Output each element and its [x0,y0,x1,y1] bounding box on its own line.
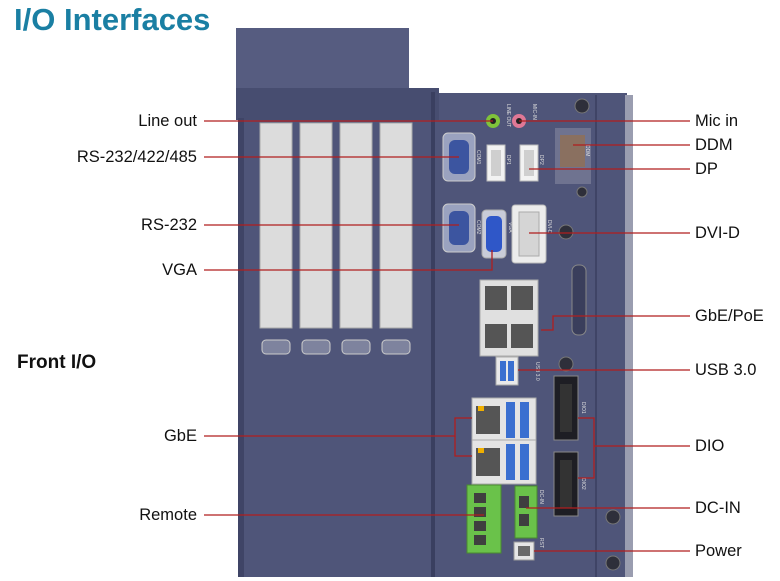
gbe-poe-ports [479,279,539,357]
gbe-usb-stack-1 [471,397,537,443]
panel-screws [558,98,621,571]
power-button [513,541,535,561]
remote-terminal-block [466,484,502,554]
panel-label-vga: VGA [507,222,513,233]
dvi-d-port [511,204,547,264]
callout-mic-in: Mic in [695,112,739,130]
dio2-connector [553,451,579,517]
panel-label-com1: COM1 [475,150,481,165]
callout-dp: DP [695,160,718,178]
gbe-usb-stack-2 [471,439,537,485]
panel-label-dvi-d: DVI-D [546,220,552,234]
usb30-ports [495,356,519,386]
com2-port [442,203,476,253]
callout-usb30: USB 3.0 [695,361,757,379]
section-label-front-io: Front I/O [17,352,97,373]
callout-vga: VGA [162,261,197,279]
dc-in-connector [514,485,538,539]
callout-dc-in: DC-IN [695,499,741,517]
panel-label-dp2: DP2 [538,155,544,165]
vga-port [481,209,507,259]
panel-label-dc-in: DC-IN [538,490,544,504]
dp2-port [519,144,539,182]
callout-remote: Remote [139,506,197,524]
callout-rs232-422-485: RS-232/422/485 [76,148,197,166]
panel-label-dp1: DP1 [505,155,511,165]
callout-rs232: RS-232 [141,216,197,234]
panel-label-rst: RST [538,538,544,548]
callout-power: Power [695,542,742,560]
panel-label-com2: COM2 [475,220,481,235]
ddm-slot [555,128,591,184]
dio1-connector [553,375,579,441]
page-title: I/O Interfaces [14,2,211,37]
panel-label-dio1: DIO1 [580,402,586,414]
callout-dvi-d: DVI-D [695,224,740,242]
leader-lines [204,120,690,552]
callout-dio: DIO [695,437,725,455]
panel-label-line-out: LINE OUT [505,104,511,127]
callout-line-out: Line out [138,112,197,130]
panel-label-ddm: DDM [584,145,590,156]
callout-gbe: GbE [163,427,197,445]
dp1-port [486,144,506,182]
panel-label-dio2: DIO2 [580,478,586,490]
callout-ddm: DDM [695,136,733,154]
panel-label-mic-in: MIC-IN [531,104,537,120]
side-connector [571,264,587,336]
callout-gbe-poe: GbE/PoE [695,307,764,325]
panel-label-usb30: USB 3.0 [534,362,540,381]
